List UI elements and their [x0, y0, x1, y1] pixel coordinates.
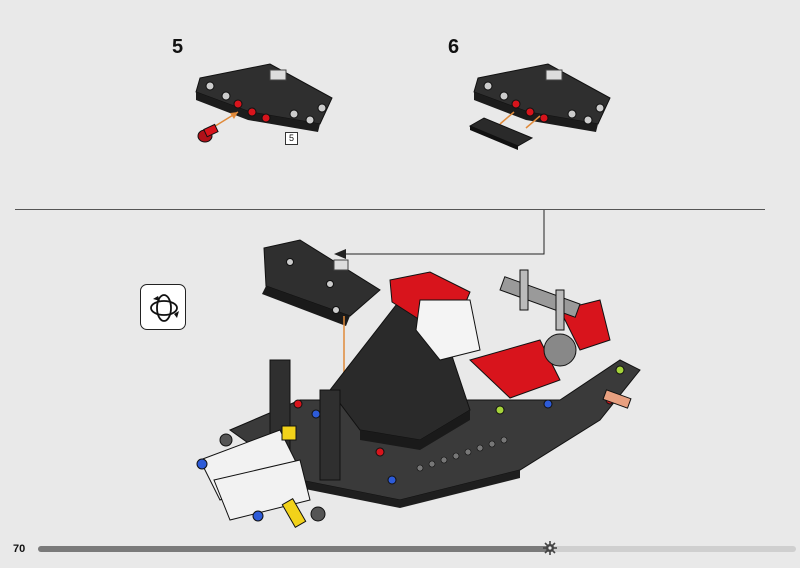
- subassembly-beam: [262, 239, 381, 326]
- step-6-flat-tile: [468, 117, 534, 150]
- progress-bar: [38, 541, 796, 555]
- rotate-model-icon: [140, 284, 186, 330]
- page-number: 70: [13, 543, 26, 555]
- step-6-number: 6: [448, 36, 460, 58]
- step-5-quantity-label: 5: [285, 132, 298, 145]
- progress-bar-fill: [38, 546, 550, 552]
- chassis: [196, 269, 641, 528]
- callout-arrowhead-icon: [334, 249, 346, 259]
- rotate-arrows-icon: [150, 294, 179, 322]
- gear-icon: [542, 541, 557, 555]
- section-divider: [15, 209, 765, 210]
- step-5-beam: [195, 63, 333, 132]
- step-6-assembly-arrow-1: [499, 111, 515, 125]
- step-5-number: 5: [172, 36, 184, 58]
- step-5-red-pin: [197, 123, 219, 143]
- step-6-assembly-arrow-2: [525, 115, 541, 129]
- step-6-beam: [473, 63, 611, 132]
